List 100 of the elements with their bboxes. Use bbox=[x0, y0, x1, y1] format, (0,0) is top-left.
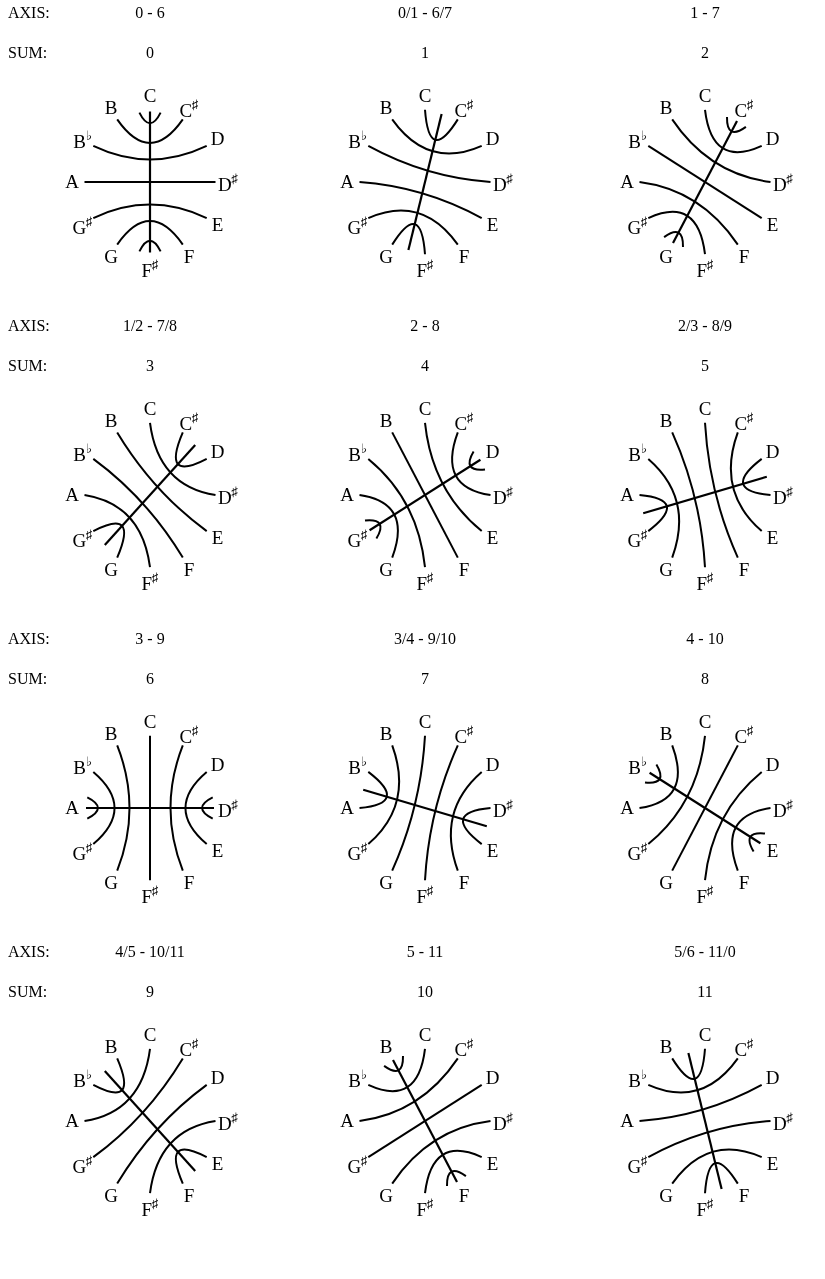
note-label: G bbox=[379, 246, 393, 267]
note-label: A bbox=[65, 1111, 79, 1131]
pairing-arc bbox=[383, 1055, 404, 1072]
sum-value: 4 bbox=[421, 357, 429, 375]
axis-value: 5 - 11 bbox=[406, 943, 444, 961]
note-label: D bbox=[485, 1068, 500, 1088]
note-label: A bbox=[340, 172, 354, 192]
note-label: B$^{♭}$ bbox=[348, 439, 367, 465]
note-label: C bbox=[418, 399, 432, 419]
axis-heading: AXIS: bbox=[8, 4, 50, 22]
pairing-arc bbox=[169, 744, 184, 872]
axis-value: 1/2 - 7/8 bbox=[122, 317, 178, 335]
pairing-arc bbox=[446, 1170, 467, 1187]
pairing-arc bbox=[638, 744, 679, 809]
pairing-arc bbox=[149, 734, 151, 882]
note-label: A bbox=[65, 798, 79, 818]
note-label: D bbox=[765, 442, 780, 462]
note-label: F$^{♯}$ bbox=[696, 881, 714, 907]
note-label: G$^{♯}$ bbox=[72, 525, 93, 551]
note-label: D bbox=[210, 755, 225, 775]
note-label: C$^{♯}$ bbox=[454, 720, 474, 747]
note-label: D$^{♯}$ bbox=[492, 482, 514, 508]
note-label: B bbox=[659, 410, 673, 431]
note-label: A bbox=[340, 798, 354, 818]
note-label: E bbox=[486, 841, 499, 861]
pairing-arc bbox=[391, 1120, 492, 1185]
note-label: F bbox=[183, 872, 195, 893]
note-label: D$^{♯}$ bbox=[217, 169, 239, 195]
sum-value: 8 bbox=[701, 670, 709, 688]
note-label: B bbox=[104, 410, 118, 431]
note-label: C bbox=[143, 86, 157, 106]
note-label: A bbox=[65, 485, 79, 505]
pairing-arc bbox=[116, 744, 131, 872]
pairing-arc bbox=[367, 457, 426, 569]
note-label: C bbox=[143, 399, 157, 419]
pairing-arc bbox=[184, 770, 208, 846]
note-label: B$^{♭}$ bbox=[628, 752, 647, 778]
note-label: C$^{♯}$ bbox=[734, 1033, 754, 1060]
note-label: F$^{♯}$ bbox=[696, 1194, 714, 1220]
pairing-arc bbox=[92, 522, 126, 559]
note-label: G$^{♯}$ bbox=[627, 1151, 648, 1177]
note-label: B bbox=[659, 97, 673, 118]
pairing-arc bbox=[116, 1083, 208, 1185]
note-label: D$^{♯}$ bbox=[492, 1108, 514, 1134]
sum-value: 3 bbox=[146, 357, 154, 375]
pairing-arc bbox=[671, 744, 739, 872]
sum-value: 6 bbox=[146, 670, 154, 688]
pairing-arc bbox=[424, 421, 483, 533]
pairing-arc bbox=[748, 832, 766, 853]
pairing-arc bbox=[704, 421, 739, 559]
note-label: E bbox=[211, 528, 224, 548]
pairing-arc bbox=[671, 1148, 763, 1185]
note-label: F$^{♯}$ bbox=[141, 881, 159, 907]
note-label: F bbox=[458, 246, 470, 267]
note-label: G bbox=[104, 1185, 118, 1206]
pairing-arc bbox=[358, 181, 483, 220]
note-label: G$^{♯}$ bbox=[347, 838, 368, 864]
note-label: C bbox=[698, 399, 712, 419]
note-label: C bbox=[698, 86, 712, 106]
note-label: B bbox=[659, 723, 673, 744]
pairing-arc bbox=[644, 763, 662, 784]
note-label: E bbox=[486, 528, 499, 548]
pairing-arc bbox=[358, 770, 388, 809]
note-label: A bbox=[65, 172, 79, 192]
note-label: F$^{♯}$ bbox=[696, 568, 714, 594]
note-label: E bbox=[486, 215, 499, 235]
note-label: C$^{♯}$ bbox=[179, 407, 199, 434]
note-label: A bbox=[620, 485, 634, 505]
pairing-arc bbox=[449, 770, 483, 872]
note-label: G$^{♯}$ bbox=[627, 212, 648, 238]
pairing-arc bbox=[424, 108, 459, 141]
note-label: G bbox=[104, 872, 118, 893]
note-label: B bbox=[104, 1036, 118, 1057]
note-label: B$^{♭}$ bbox=[73, 752, 92, 778]
note-label: G$^{♯}$ bbox=[627, 525, 648, 551]
note-label: D$^{♯}$ bbox=[492, 795, 514, 821]
pairing-arc bbox=[704, 1162, 739, 1195]
note-label: E bbox=[766, 215, 779, 235]
note-label: E bbox=[766, 1154, 779, 1174]
axis-value: 0 - 6 bbox=[135, 4, 165, 22]
axis-value: 1 - 7 bbox=[690, 4, 720, 22]
note-label: B bbox=[379, 1036, 393, 1057]
note-label: E bbox=[486, 1154, 499, 1174]
pairing-arc bbox=[638, 1083, 763, 1122]
axis-value: 4 - 10 bbox=[686, 630, 724, 648]
pairing-arc bbox=[138, 111, 162, 125]
note-label: B bbox=[379, 97, 393, 118]
axis-value: 2 - 8 bbox=[410, 317, 440, 335]
note-label: C bbox=[143, 1025, 157, 1045]
note-label: G bbox=[379, 1185, 393, 1206]
note-label: B$^{♭}$ bbox=[348, 752, 367, 778]
pairing-arc bbox=[116, 118, 184, 144]
pairing-arc bbox=[704, 108, 763, 154]
pairing-arc bbox=[83, 494, 151, 569]
note-label: D bbox=[765, 1068, 780, 1088]
pairing-arc bbox=[663, 231, 684, 248]
note-label: A bbox=[340, 1111, 354, 1131]
note-label: B bbox=[379, 410, 393, 431]
pairing-arc bbox=[671, 431, 706, 569]
note-label: A bbox=[620, 1111, 634, 1131]
